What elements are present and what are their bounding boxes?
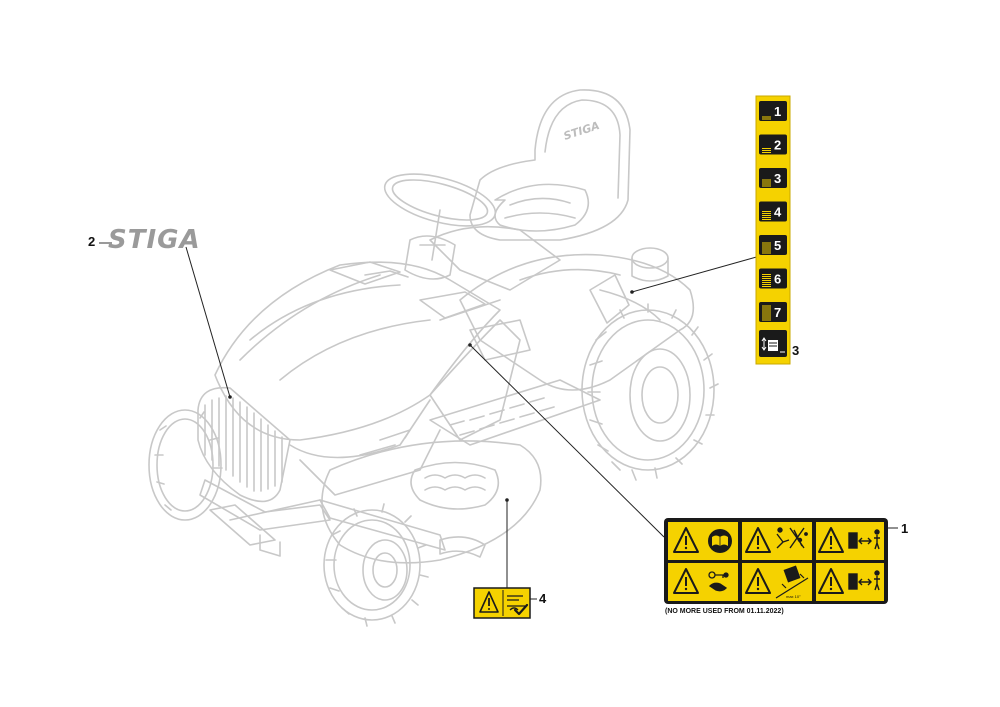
strip-cell-bg <box>759 168 787 188</box>
grass-height-icon <box>762 179 771 187</box>
slope-tip-icon: max 10° <box>775 565 809 599</box>
strip-cells: 1 2 3 4 5 6 7 <box>759 101 787 322</box>
strip-cell: 2 <box>759 134 787 155</box>
grass-height-icon <box>762 148 771 153</box>
rear-right-wheel <box>581 303 719 481</box>
steering-wheel <box>383 173 497 280</box>
strip-number: 7 <box>774 305 781 320</box>
strip-number: 6 <box>774 272 781 287</box>
read-manual-icon <box>708 529 732 553</box>
callout-3: 3 <box>792 343 799 358</box>
hood <box>214 261 501 441</box>
grass-height-icon <box>762 242 771 254</box>
warning-triangle-icon <box>673 527 844 594</box>
strip-number: 5 <box>774 238 781 253</box>
warning-triangle-icon <box>479 591 499 613</box>
front-left-wheel <box>148 409 223 521</box>
strip-cell-bg <box>759 268 787 289</box>
callout-4: 4 <box>539 591 547 606</box>
footboard <box>429 379 601 446</box>
strip-number: 1 <box>774 104 781 119</box>
strip-cell-bg <box>759 302 787 322</box>
leader-endpoints <box>228 290 634 502</box>
check-icon <box>513 603 529 616</box>
strip-cell-bg <box>759 201 787 222</box>
strip-number: 4 <box>774 205 782 220</box>
strip-cell-bg <box>759 134 787 155</box>
strip-cell: 1 <box>759 101 787 121</box>
leader-3 <box>631 255 761 293</box>
callout-1: 1 <box>901 521 908 536</box>
grass-height-icon <box>762 305 771 321</box>
tractor-line-art: STIGA <box>148 89 719 627</box>
adjust-height-icon <box>761 337 785 353</box>
front-right-wheel <box>323 503 429 627</box>
rear-body <box>429 225 695 391</box>
strip-cell: 4 <box>759 201 787 222</box>
mower-deck <box>321 440 542 564</box>
brand-logo-decal: STIGA <box>99 225 201 255</box>
front-axle <box>229 499 446 551</box>
callout-2: 2 <box>88 234 95 249</box>
strip-number: 2 <box>774 138 781 153</box>
strip-cell: 6 <box>759 268 787 289</box>
strip-cell: 7 <box>759 302 787 322</box>
seat-logo: STIGA <box>562 119 601 143</box>
front-grille <box>197 386 441 557</box>
max-slope-text: max 10° <box>786 594 801 599</box>
deck-warning-decal <box>473 587 531 619</box>
strip-cell: 3 <box>759 168 787 188</box>
leader-2 <box>185 246 231 398</box>
strip-cell-bg <box>759 235 787 255</box>
thrown-objects-icon <box>776 527 808 549</box>
grass-height-icon <box>762 274 771 287</box>
leader-1-pointer <box>469 344 665 538</box>
warning-label-decal: max 10° (NO MORE USED FROM 01.11.2022) <box>664 518 888 615</box>
keep-distance-icon <box>848 570 880 591</box>
side-panel <box>429 299 531 441</box>
label-note: (NO MORE USED FROM 01.11.2022) <box>665 608 784 615</box>
strip-cell-bg <box>759 101 787 121</box>
strip-cell: 5 <box>759 235 787 255</box>
grass-height-icon <box>762 211 771 220</box>
remove-key-icon <box>708 571 729 592</box>
strip-number: 3 <box>774 171 781 186</box>
hand-blade-icon <box>507 595 525 611</box>
grass-height-icon <box>762 116 771 120</box>
brand-logo: STIGA <box>108 225 201 255</box>
keep-distance-icon <box>848 529 880 550</box>
